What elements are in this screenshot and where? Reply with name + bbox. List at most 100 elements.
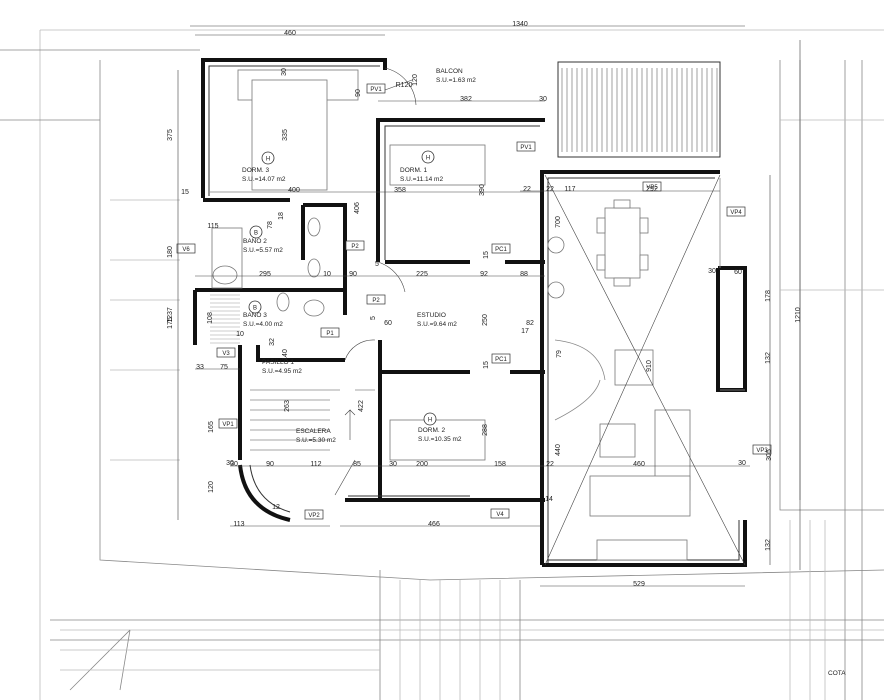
room-name: DORM. 2	[418, 427, 445, 434]
dimension-value: 180	[167, 246, 174, 258]
dimension-value: 460	[633, 461, 645, 468]
dimension-value: 175	[167, 317, 174, 329]
dimension-value: 79	[556, 350, 563, 358]
opening-tag: P2	[366, 294, 386, 305]
room-label: BAÑO 2S.U.=5.57 m2B	[243, 225, 283, 254]
opening-tag: VP1	[218, 418, 238, 429]
tag-box	[726, 206, 746, 217]
dimension-value: 30	[539, 96, 547, 103]
dimension-value: 12	[272, 504, 280, 511]
dimension-value: 30	[226, 460, 234, 467]
opening-tag: P2	[345, 240, 365, 251]
walls	[193, 58, 747, 567]
room-area: S.U.=14.07 m2	[242, 176, 286, 183]
dimension-value: 406	[354, 202, 361, 214]
dimension-value: 132	[765, 352, 772, 364]
dimension-value: 1210	[795, 307, 802, 323]
dimension-value: 178	[765, 290, 772, 302]
balcony-grating	[557, 61, 721, 158]
tag-box	[216, 347, 236, 358]
opening-tag: PV1	[366, 83, 386, 94]
dimension-value: 5	[370, 316, 377, 320]
dimension-value: 60	[734, 269, 742, 276]
room-symbol-icon	[248, 300, 262, 314]
room-name: ESCALERA	[296, 428, 331, 435]
tag-box	[320, 327, 340, 338]
opening-tag: PC1	[491, 353, 511, 364]
room-name: BAÑO 2	[243, 236, 267, 245]
room-label: DORM. 3S.U.=14.07 m2H	[242, 151, 286, 183]
dimension-value: 358	[394, 187, 406, 194]
dimension-value: 158	[494, 461, 506, 468]
stair-treads	[210, 294, 375, 496]
footer-label: COTA	[828, 670, 846, 677]
dimension-value: 33	[196, 364, 204, 371]
room-area: S.U.=10.35 m2	[418, 436, 462, 443]
dimension-value: 375	[167, 129, 174, 141]
tag-box	[491, 353, 511, 364]
opening-tag: V4	[490, 508, 510, 519]
tag-box	[366, 83, 386, 94]
tag-label: P2	[372, 298, 380, 304]
fixtures	[211, 67, 746, 566]
opening-tag: VP2	[304, 509, 324, 520]
dimension-value: 390	[479, 184, 486, 196]
opening-tag: P1	[320, 327, 340, 338]
room-area: S.U.=5.57 m2	[243, 247, 283, 254]
dimension-value: 120	[412, 74, 419, 86]
dimension-value: 108	[207, 312, 214, 324]
tag-box	[752, 444, 772, 455]
room-name: DORM. 3	[242, 167, 269, 174]
tag-label: V4	[496, 512, 504, 518]
room-name: DORM. 1	[400, 167, 427, 174]
dimension-value: 5	[375, 261, 379, 268]
dimension-value: 92	[480, 271, 488, 278]
dimension-value: 529	[633, 581, 645, 588]
room-symbol: H	[428, 418, 432, 424]
room-name: BAÑO 3	[243, 310, 267, 319]
room-name: ESTUDIO	[417, 312, 446, 319]
room-symbol-icon	[421, 150, 435, 164]
dimension-value: 30	[230, 461, 238, 468]
dimension-value: 10	[323, 271, 331, 278]
room-label: DORM. 1S.U.=11.14 m2H	[400, 150, 443, 183]
dimension-value: 15	[483, 361, 490, 369]
tag-box	[176, 243, 196, 254]
room-name: PASILLO 1	[262, 359, 294, 366]
dimension-value: 30	[708, 268, 716, 275]
dimension-value: 115	[207, 223, 218, 230]
dimension-value: 440	[555, 444, 562, 456]
tag-box	[345, 240, 365, 251]
dimension-value: 250	[482, 314, 489, 326]
room-area: S.U.=11.14 m2	[400, 176, 443, 183]
site-lines	[0, 29, 884, 700]
dimension-value: 10	[236, 331, 244, 338]
dimension-value: 15	[181, 189, 189, 196]
dimension-value: 288	[482, 424, 489, 436]
opening-tag: VP3	[752, 444, 772, 455]
tag-label: PV1	[520, 145, 532, 151]
dimension-value: 165	[208, 421, 215, 433]
dimension-line	[177, 25, 801, 587]
room-area: S.U.=4.95 m2	[262, 368, 302, 375]
dimension-value: 90	[355, 89, 362, 97]
dimension-value: 18	[278, 212, 285, 220]
dimension-value: 112	[310, 461, 321, 468]
dimension-value: 30	[389, 461, 397, 468]
dimension-value: 1237	[167, 307, 174, 323]
tag-label: PC1	[495, 247, 507, 253]
tag-label: VP2	[308, 513, 320, 519]
dimension-value: 113	[233, 521, 244, 528]
tag-label: PV1	[370, 87, 382, 93]
dimension-value: 75	[220, 364, 228, 371]
dimension-value: 460	[284, 30, 296, 37]
room-symbol-icon	[249, 225, 263, 239]
tag-label: VP5	[646, 185, 658, 191]
dimension-value: 466	[428, 521, 440, 528]
room-label: BAÑO 3S.U.=4.00 m2B	[243, 300, 283, 328]
room-area: S.U.=4.00 m2	[243, 321, 283, 328]
dimension-value: 32	[269, 338, 276, 346]
tag-label: VP1	[222, 422, 234, 428]
